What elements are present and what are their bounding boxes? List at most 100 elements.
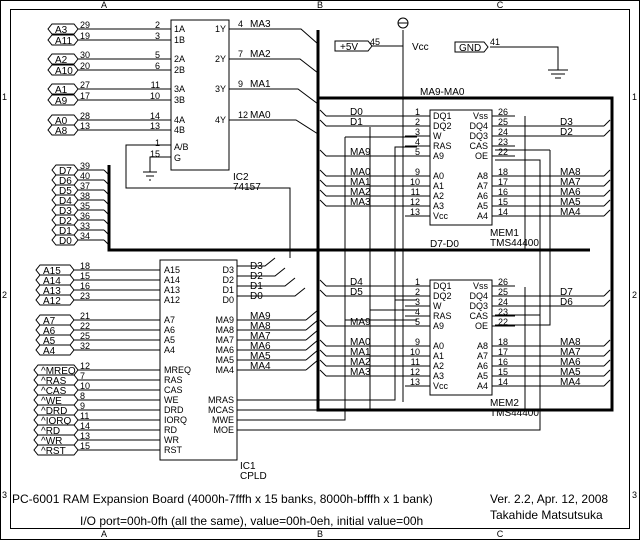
port-nwe-label: ^WE (41, 396, 62, 407)
port-a9-label: A9 (55, 96, 68, 107)
col-mark-bottom-A: A (101, 529, 107, 539)
mem1-pin-dq1: DQ1 (433, 111, 452, 121)
port-pin-c13: 13 (80, 431, 90, 441)
port-a1-label: A1 (55, 85, 68, 96)
mem1-pinnum-5: 5 (415, 147, 420, 157)
mem1-net-ma0: MA0 (350, 167, 371, 178)
ic1-in-a12: A12 (164, 295, 180, 305)
mem2-pin-ras: RAS (433, 311, 452, 321)
mem1-pinnum-10: 10 (410, 177, 420, 187)
ic1-in-a7: A7 (164, 315, 175, 325)
mem1-pinnum-22: 22 (498, 147, 508, 157)
mem2-net-d4: D4 (350, 277, 363, 288)
port-pin-29: 29 (80, 20, 90, 30)
port-pin-19: 19 (80, 31, 90, 41)
ic1-net-d3: D3 (250, 261, 263, 272)
row-mark-3: 3 (2, 490, 7, 500)
mem1-ref: MEM1 (490, 228, 519, 239)
ic1-net-ma5: MA5 (250, 351, 271, 362)
mem1-pin-a5: A5 (477, 201, 488, 211)
port-a10: A10 (47, 64, 79, 77)
mem1-pinnum-3: 3 (415, 127, 420, 137)
mem2-pinnum-10: 10 (410, 347, 420, 357)
mem1-pinnum-16: 16 (498, 187, 508, 197)
version-label: Ver. 2.2, Apr. 12, 2008 (490, 492, 608, 506)
port-pin-a18: 18 (80, 261, 90, 271)
mem2-net-ma5-r: MA5 (560, 367, 581, 378)
mem2-net-d6-r: D6 (560, 297, 573, 308)
mem2-pin-a0: A0 (433, 341, 444, 351)
port-d7-label: D7 (59, 166, 72, 177)
mem1-pin-vss: Vss (473, 111, 489, 121)
p5v-label: +5V (340, 42, 358, 53)
mem2-pin-a3: A3 (433, 371, 444, 381)
gnd-label: GND (459, 43, 481, 54)
ic1-net-d2: D2 (250, 271, 263, 282)
ic2-out-net-MA0: MA0 (250, 110, 271, 121)
mem2-pin-vss: Vss (473, 281, 489, 291)
mem2-pin-a1: A1 (433, 351, 444, 361)
ic2-out-num-4: 4 (238, 19, 243, 29)
port-a7-label: A7 (43, 316, 56, 327)
port-a10-label: A10 (55, 66, 73, 77)
ic2-pin-num-11: 11 (151, 80, 160, 90)
port-pin-33: 33 (80, 221, 90, 231)
port-d0: D0 (51, 234, 79, 247)
ic1-net-ma9: MA9 (250, 311, 271, 322)
author-label: Takahide Matsutsuka (490, 508, 603, 522)
mem2-pinnum-18: 18 (498, 337, 508, 347)
mem1-net-d3-r: D3 (560, 117, 573, 128)
ic2-pin-name-1B: 1B (174, 35, 185, 45)
ic2-pin-num-3: 3 (155, 31, 160, 41)
mem1-chip: DQ11D0DQ22D1W3RAS4A95MA9A09MA0A110MA1A21… (319, 107, 611, 249)
title-block: PC-6001 RAM Expansion Board (4000h-7fffh… (12, 492, 608, 528)
power-labels: +5V 45 Vcc GND 41 (334, 37, 500, 54)
port-ncas-label: ^CAS (41, 386, 67, 397)
port-pin-c12: 12 (80, 361, 90, 371)
port-pin-c11: 11 (80, 411, 89, 421)
ic2-out-net-MA3: MA3 (250, 19, 271, 30)
ic2-pin-name-3A: 3A (174, 84, 185, 94)
ic1-out-ma8: MA8 (215, 325, 234, 335)
port-a11-label: A11 (55, 36, 72, 47)
mem1-net-ma7-r: MA7 (560, 177, 581, 188)
ic1-out-ma9: MA9 (215, 315, 234, 325)
mem1-pin-w: W (433, 131, 442, 141)
row-mark-right-1: 1 (632, 92, 637, 102)
mem1-pinnum-18: 18 (498, 167, 508, 177)
mem2-chip: DQ11D4DQ22D5W3RAS4A95MA9A09MA0A110MA1A21… (319, 277, 611, 419)
mem2-pinnum-2: 2 (415, 287, 420, 297)
mem2-pinnum-17: 17 (498, 347, 508, 357)
port-pin-a25: 25 (80, 331, 90, 341)
mem2-pin-oe: OE (475, 321, 488, 331)
ic1-out-ma7: MA7 (215, 335, 234, 345)
port-pin-c15: 15 (80, 441, 90, 451)
mem2-net-ma4-r: MA4 (560, 377, 581, 388)
port-a12: A12 (35, 294, 75, 307)
ic1-in-a4: A4 (164, 345, 175, 355)
port-a3: A3 (47, 23, 79, 36)
port-pin-a32: 32 (80, 341, 90, 351)
mem1-part: TMS44400 (490, 238, 539, 249)
ic1-in-wr: WR (164, 435, 179, 445)
mem1-net-d1: D1 (350, 117, 363, 128)
ic2-pin-num-2: 2 (155, 20, 160, 30)
mem1-net-ma3: MA3 (350, 197, 371, 208)
mem2-part: TMS44400 (490, 408, 539, 419)
mem2-pin-dq4: DQ4 (469, 291, 488, 301)
port-pin-c7: 7 (80, 371, 85, 381)
mem2-pinnum-15: 15 (498, 367, 508, 377)
ic1-out-d1: D1 (222, 285, 234, 295)
port-d2-label: D2 (59, 216, 72, 227)
mem2-net-ma9: MA9 (350, 317, 371, 328)
ic2-pin-name-4B: 4B (174, 125, 185, 135)
mem2-pinnum-25: 25 (498, 287, 508, 297)
mem2-pinnum-4: 4 (415, 307, 420, 317)
ic2-out-num-12: 12 (238, 110, 248, 120)
port-pin-c10: 10 (80, 381, 90, 391)
ic1-out-ma6: MA6 (215, 345, 234, 355)
ic2-pin-num-6: 6 (155, 61, 160, 71)
ic1-in-drd: DRD (164, 405, 184, 415)
mem2-pinnum-13: 13 (410, 377, 420, 387)
